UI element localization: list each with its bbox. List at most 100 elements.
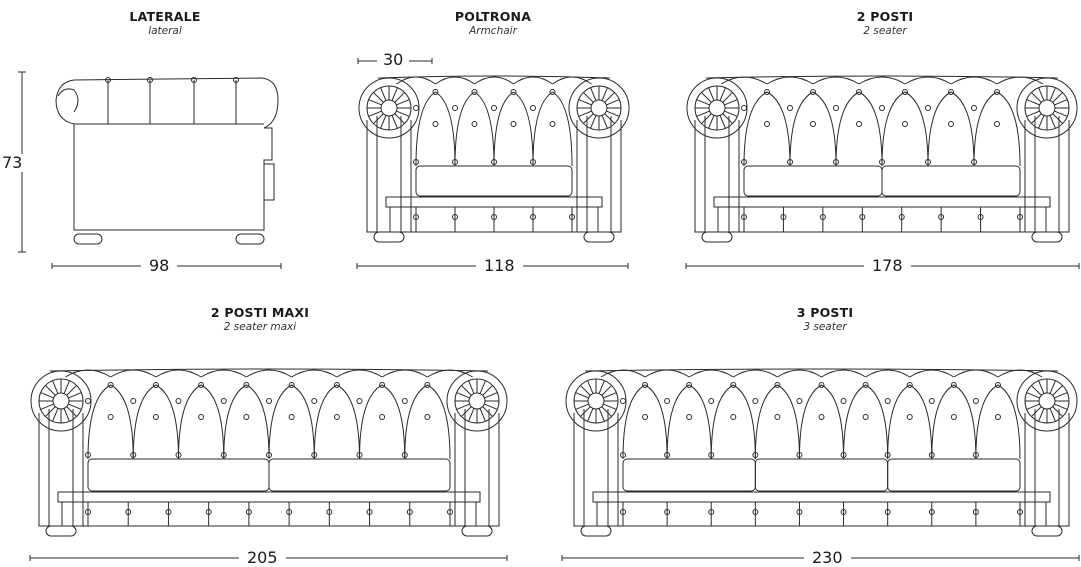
seat-cushion [887,458,1021,492]
arm-pleat [575,392,589,399]
dimension-width-due-posti-maxi: 205 [239,549,286,567]
tuft-button [424,382,431,388]
arm-pleat [68,403,82,410]
caption-poltrona: POLTRONA Armchair [428,10,558,38]
sofa-2-seater [686,75,1078,243]
arm-pleat [479,380,486,394]
base-rail [713,196,1051,208]
arm-pleat [1054,403,1068,410]
tuft-button [741,105,747,111]
arm-pleat [1026,392,1040,399]
tuft-button [752,452,759,458]
arm-pleat [52,408,59,422]
view-subtitle: 2 seater [863,25,907,37]
arm-pleat [603,403,617,410]
arm-pleat [484,392,498,399]
tuft-diamond [798,384,845,460]
seat-cushion [743,165,883,197]
side-button [105,77,111,83]
back-top [705,75,1059,79]
arm-front [366,120,412,233]
tuft-button [130,398,137,404]
seat-cushion [622,458,756,492]
tuft-button [774,414,781,420]
caption-due-posti-maxi: 2 POSTI MAXI 2 seater maxi [190,306,330,334]
back-top [377,75,611,79]
tuft-button [452,159,458,165]
sofa-armchair [358,75,630,243]
arm-pleat [719,87,726,101]
arm-pleat [583,92,594,103]
tuft-button [796,452,803,458]
arm-pleat [580,406,591,417]
arm-pleat [1038,408,1045,422]
tuft-button [752,398,759,404]
arm-pleat [598,408,605,422]
tuft-button [530,105,536,111]
side-view [55,77,279,245]
arm-pleat [696,99,710,106]
dimension-width-due-posti: 178 [864,257,911,275]
back-scallop [821,369,866,378]
arm-pleat [1054,392,1068,399]
tuft-button [906,414,913,420]
tuft-button [471,89,478,95]
arm-pleat [1026,110,1040,117]
arm-pleat [601,385,612,396]
skirt-button [205,509,212,515]
tuft-button [333,414,340,420]
arm-pleat [604,113,615,124]
view-title: 2 POSTI MAXI [210,305,310,320]
tuft-diamond [493,91,534,167]
arm-pleat [724,110,738,117]
foot [580,525,612,537]
tuft-button [510,121,517,127]
arm-pleat [66,406,77,417]
back-scallop [435,76,475,85]
arm-pleat [461,406,472,417]
tuft-button [107,414,114,420]
tuft-button [198,382,205,388]
arm-button [380,99,398,117]
tuft-button [243,414,250,420]
arm-pleat [722,113,733,124]
back-scallop [688,369,734,378]
back-scallop [904,76,952,85]
back-scallop [950,76,998,85]
arm-pleat [394,113,405,124]
tuft-button [107,382,114,388]
arm-button [587,392,605,410]
tuft-diamond [532,91,573,167]
tuft-button [950,382,957,388]
arm-panel [464,409,490,526]
tuft-button [491,159,497,165]
tuft-button [85,398,91,404]
side-cushion [263,163,275,201]
skirt-button [165,509,172,515]
tuft-button [379,382,386,388]
tuft-button [884,398,891,404]
view-title: 3 POSTI [796,305,854,320]
skirt-button [85,509,91,515]
tuft-button [708,398,715,404]
seat-cushion [881,165,1021,197]
tuft-button [401,398,408,404]
tuft-button [774,382,781,388]
tuft-button [549,121,556,127]
foot [701,231,733,243]
arm-pleat [396,110,410,117]
tuft-button [856,89,862,95]
arm-pleat [63,408,70,422]
tuft-diamond [927,91,975,167]
back-top [584,368,1059,372]
tuft-button [452,105,458,111]
foot [73,233,103,245]
tuft-button [925,105,931,111]
back-scallop [766,76,814,85]
tuft-button [311,452,318,458]
tuft-button [220,452,227,458]
side-button [233,77,239,83]
arm-panel [583,409,609,526]
skirt-button [796,509,803,515]
tuft-diamond [132,384,179,460]
